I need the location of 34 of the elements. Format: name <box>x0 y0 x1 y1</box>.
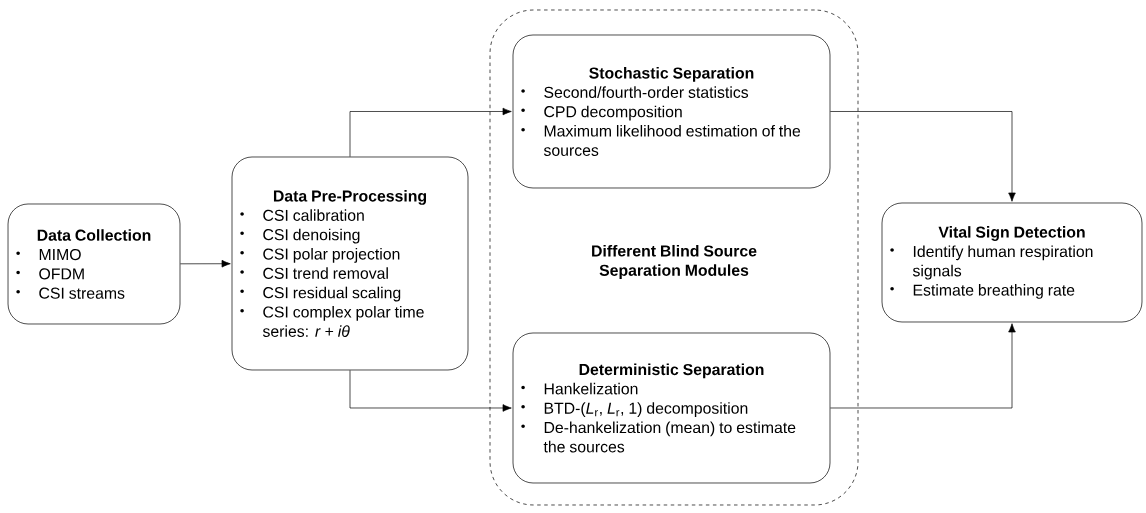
arrow <box>830 323 1016 409</box>
bullet-item: CSI complex polar time series: r + iθ <box>240 306 424 337</box>
box-heading: Deterministic Separation <box>579 363 764 379</box>
bullet-item: Hankelization <box>521 382 638 395</box>
arrow <box>349 370 512 412</box>
bullet-item: Identify human respiration signals <box>890 245 1093 280</box>
bullet-item: CSI polar projection <box>240 248 400 263</box>
box-heading: Data Pre-Processing <box>273 190 426 205</box>
bullet-item: De-hankelization (mean) to estimate the sources <box>521 421 796 453</box>
box-heading: Vital Sign Detection <box>938 226 1085 241</box>
box-heading: Stochastic Separation <box>589 67 754 82</box>
arrow <box>180 260 231 268</box>
bullet-item: CSI denoising <box>240 228 360 244</box>
process-box <box>231 156 469 371</box>
bullet-item: BTD-(L$_{r}$, L$_{r}$, 1) decomposition <box>521 402 748 417</box>
process-box <box>512 332 831 484</box>
bullet-item: MIMO <box>16 248 81 261</box>
bullet-item: CSI calibration <box>240 209 364 221</box>
arrow <box>830 111 1016 202</box>
process-box <box>881 202 1143 323</box>
bullet-item: CSI trend removal <box>240 267 388 279</box>
bullet-item: CPD decomposition <box>521 105 682 121</box>
process-box <box>7 203 181 325</box>
bullet-item: CSI residual scaling <box>240 286 401 302</box>
dashed-group-box <box>489 9 859 506</box>
bullet-item: Estimate breathing rate <box>890 284 1075 299</box>
bullet-item: CSI streams <box>16 287 125 299</box>
group-label: Different Blind Source Separation Modules <box>592 244 757 280</box>
arrow <box>349 107 512 157</box>
box-heading: Data Collection <box>37 229 151 241</box>
process-box <box>512 34 831 189</box>
bullet-item: Maximum likelihood estimation of the sources <box>521 125 801 156</box>
bullet-item: Second/fourth-order statistics <box>521 86 749 98</box>
bullet-item: OFDM <box>16 268 84 280</box>
